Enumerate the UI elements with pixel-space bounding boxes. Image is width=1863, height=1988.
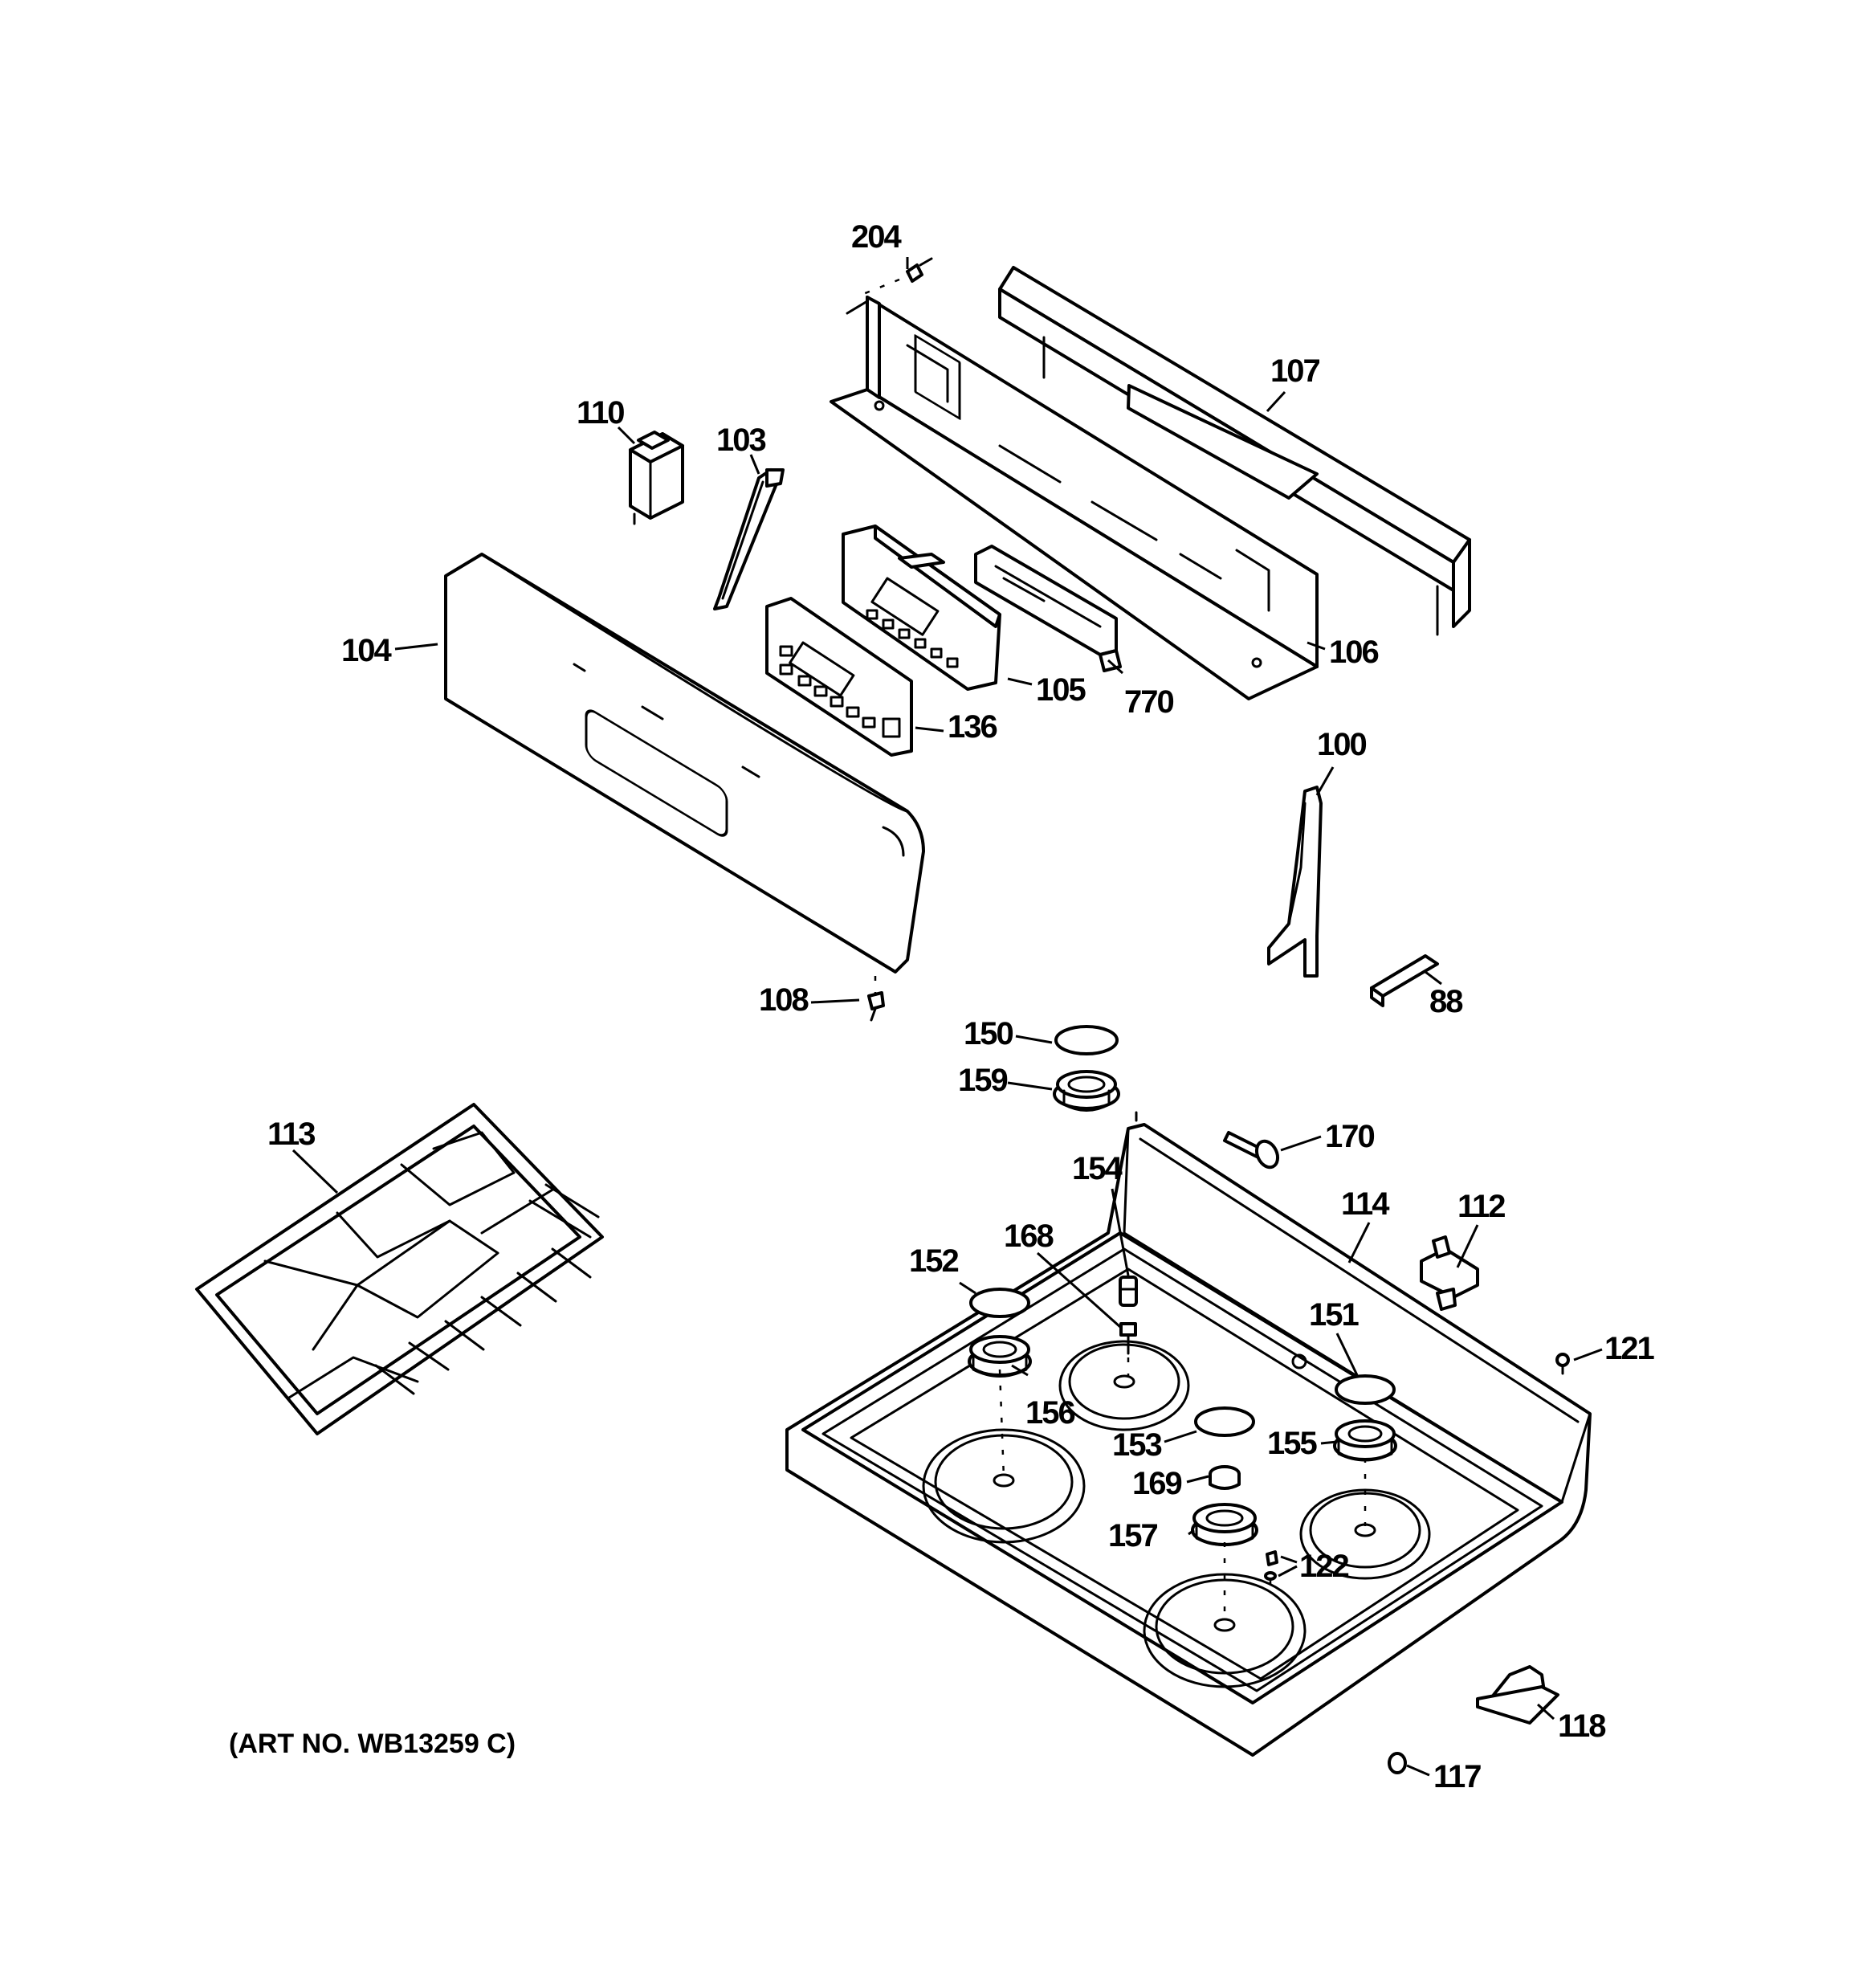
- part-159-burner-head: [1053, 1070, 1120, 1112]
- part-112-ignition-switch: [1420, 1235, 1479, 1311]
- part-107-top-cover: [998, 266, 1471, 636]
- label-170: 170: [1325, 1119, 1374, 1154]
- label-159: 159: [958, 1063, 1007, 1098]
- label-118: 118: [1558, 1708, 1606, 1744]
- part-121-screw: [1555, 1353, 1570, 1375]
- label-103: 103: [716, 423, 765, 458]
- label-169: 169: [1132, 1466, 1181, 1501]
- label-151: 151: [1309, 1297, 1359, 1333]
- part-150-burner-cap: [1054, 1025, 1119, 1055]
- part-105-electronic-control: [842, 525, 1001, 691]
- label-153: 153: [1112, 1427, 1161, 1463]
- label-156: 156: [1025, 1395, 1074, 1431]
- label-121: 121: [1604, 1331, 1654, 1366]
- part-157-burner-head: [1191, 1503, 1258, 1546]
- label-105: 105: [1036, 672, 1086, 708]
- label-113: 113: [267, 1116, 315, 1152]
- label-110: 110: [577, 395, 624, 431]
- label-114: 114: [1341, 1186, 1390, 1222]
- label-106: 106: [1329, 635, 1378, 670]
- label-152: 152: [909, 1243, 958, 1279]
- part-117-nut: [1388, 1752, 1407, 1774]
- label-107: 107: [1270, 353, 1319, 389]
- part-104-backguard-panel: [444, 553, 925, 974]
- label-157: 157: [1108, 1518, 1157, 1553]
- label-88: 88: [1429, 984, 1463, 1019]
- part-153-burner-cap: [1194, 1406, 1255, 1437]
- part-170-screw: [1223, 1131, 1280, 1170]
- part-88-clip: [1370, 954, 1439, 1007]
- art-number: (ART NO. WB13259 C): [229, 1729, 516, 1759]
- label-168: 168: [1004, 1219, 1054, 1254]
- part-labels: 204 107 110 103 104 105 136 770 106 100 …: [267, 219, 1656, 1794]
- label-112: 112: [1457, 1189, 1505, 1224]
- part-103-bracket: [713, 468, 785, 610]
- label-204: 204: [851, 219, 902, 255]
- label-770: 770: [1124, 684, 1173, 720]
- label-136: 136: [948, 709, 997, 745]
- label-104: 104: [341, 633, 392, 668]
- part-154-orifice: [1119, 1276, 1138, 1307]
- part-106-backsplash-frame: [830, 296, 1319, 700]
- part-100-side-trim: [1267, 786, 1323, 978]
- label-100: 100: [1317, 727, 1366, 762]
- leader-lines: [291, 257, 1603, 1777]
- part-168-electrode: [1119, 1322, 1137, 1355]
- part-113-burner-grate: [195, 1103, 604, 1435]
- label-154: 154: [1072, 1151, 1123, 1186]
- part-136-keypad-overlay: [765, 597, 913, 757]
- label-117: 117: [1433, 1759, 1481, 1794]
- part-152-burner-cap: [969, 1288, 1030, 1318]
- part-151-burner-cap: [1335, 1374, 1396, 1405]
- part-169-burner-insert: [1209, 1465, 1241, 1490]
- part-204-screw: [906, 257, 933, 283]
- label-108: 108: [759, 982, 809, 1018]
- assembly-lines: [858, 278, 1367, 1623]
- part-118-leveling-leg: [1476, 1665, 1559, 1725]
- part-110-relay: [629, 431, 684, 525]
- label-122: 122: [1299, 1549, 1348, 1584]
- part-122-screws: [1264, 1550, 1278, 1581]
- label-155: 155: [1267, 1426, 1317, 1461]
- part-108-screw: [867, 991, 885, 1022]
- part-155-burner-head: [1333, 1419, 1397, 1462]
- label-150: 150: [964, 1016, 1013, 1051]
